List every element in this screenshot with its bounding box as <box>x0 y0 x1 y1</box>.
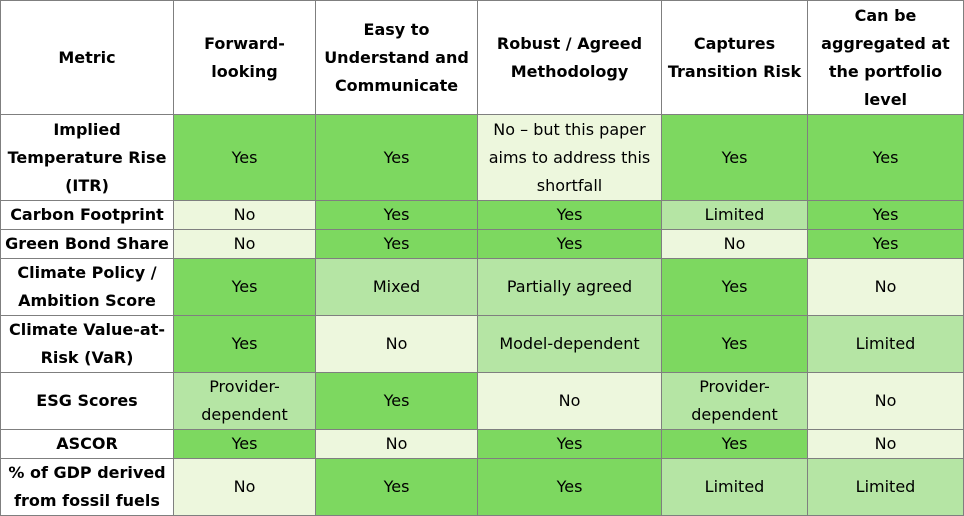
table-cell: Yes <box>315 229 478 259</box>
table-cell: No <box>173 229 316 259</box>
table-cell: No <box>173 458 316 516</box>
table-cell: Yes <box>173 258 316 316</box>
metric-name: ASCOR <box>0 429 174 459</box>
table-cell: No <box>807 372 964 430</box>
table-cell: No <box>315 429 478 459</box>
table-cell: Yes <box>315 372 478 430</box>
metric-name: Carbon Footprint <box>0 200 174 230</box>
table-cell: Yes <box>477 200 662 230</box>
table-cell: Yes <box>477 458 662 516</box>
metric-name: Green Bond Share <box>0 229 174 259</box>
table-cell: Yes <box>807 200 964 230</box>
table-cell: Yes <box>661 258 808 316</box>
metric-name: Climate Policy / Ambition Score <box>0 258 174 316</box>
table-cell: Yes <box>477 429 662 459</box>
table-cell: No <box>315 315 478 373</box>
table-cell: Mixed <box>315 258 478 316</box>
metric-name: ESG Scores <box>0 372 174 430</box>
table-cell: No <box>807 258 964 316</box>
header-aggregated-portfolio: Can be aggregated at the portfolio level <box>807 0 964 115</box>
header-forward-looking: Forward-looking <box>173 0 316 115</box>
table-cell: Limited <box>807 315 964 373</box>
metric-name: Implied Temperature Rise (ITR) <box>0 114 174 201</box>
table-row: ASCOR Yes No Yes Yes No <box>0 429 964 459</box>
table-row: Carbon Footprint No Yes Yes Limited Yes <box>0 200 964 230</box>
table-row: ESG Scores Provider-dependent Yes No Pro… <box>0 372 964 430</box>
header-row: Metric Forward-looking Easy to Understan… <box>0 0 964 115</box>
table-cell: Limited <box>807 458 964 516</box>
table-cell: Yes <box>807 229 964 259</box>
header-easy-to-understand: Easy to Understand and Communicate <box>315 0 478 115</box>
table-cell: Yes <box>173 429 316 459</box>
table-cell: No <box>477 372 662 430</box>
table-row: Climate Policy / Ambition Score Yes Mixe… <box>0 258 964 316</box>
table-cell: Yes <box>173 315 316 373</box>
table-row: % of GDP derived from fossil fuels No Ye… <box>0 458 964 516</box>
table-cell: Yes <box>315 200 478 230</box>
metric-name: % of GDP derived from fossil fuels <box>0 458 174 516</box>
table-cell: Limited <box>661 458 808 516</box>
table-cell: Provider-dependent <box>173 372 316 430</box>
metric-name: Climate Value-at-Risk (VaR) <box>0 315 174 373</box>
table-cell: Limited <box>661 200 808 230</box>
table-cell: Yes <box>315 458 478 516</box>
table-cell: Provider-dependent <box>661 372 808 430</box>
table-cell: No <box>661 229 808 259</box>
table-row: Climate Value-at-Risk (VaR) Yes No Model… <box>0 315 964 373</box>
table-cell: Model-dependent <box>477 315 662 373</box>
header-robust-methodology: Robust / Agreed Methodology <box>477 0 662 115</box>
table-row: Implied Temperature Rise (ITR) Yes Yes N… <box>0 114 964 201</box>
table-cell: No <box>807 429 964 459</box>
table-cell: Yes <box>477 229 662 259</box>
table-cell: Yes <box>661 114 808 201</box>
table-cell: No – but this paper aims to address this… <box>477 114 662 201</box>
header-captures-transition-risk: Captures Transition Risk <box>661 0 808 115</box>
table-cell: Yes <box>661 429 808 459</box>
table-cell: No <box>173 200 316 230</box>
table-cell: Partially agreed <box>477 258 662 316</box>
table-row: Green Bond Share No Yes Yes No Yes <box>0 229 964 259</box>
header-metric: Metric <box>0 0 174 115</box>
table-cell: Yes <box>173 114 316 201</box>
table-cell: Yes <box>661 315 808 373</box>
table-cell: Yes <box>315 114 478 201</box>
table-cell: Yes <box>807 114 964 201</box>
